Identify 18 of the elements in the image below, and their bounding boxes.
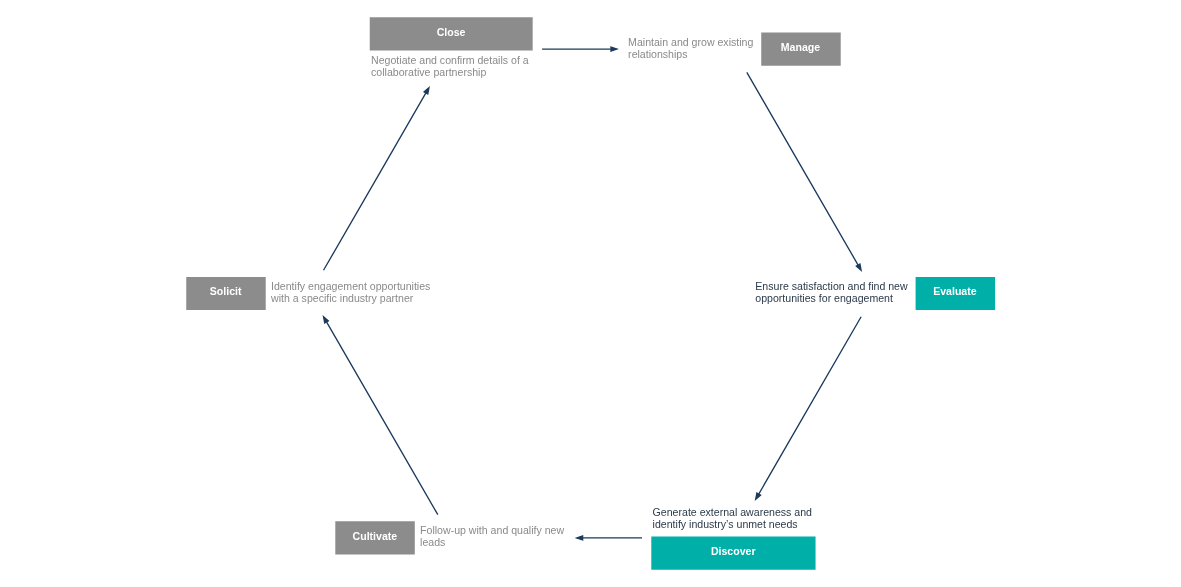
arrow — [322, 85, 430, 271]
node-label: Identify engagement opportunities with a specific industry partner — [271, 280, 431, 304]
arrow — [541, 46, 619, 53]
arrow — [574, 534, 643, 541]
node-label: Ensure satisfaction and find new opportunities for engagement — [755, 280, 908, 304]
arrow — [754, 316, 862, 502]
node-label: Maintain and grow existing relationships — [628, 35, 754, 60]
node-box: Close — [369, 17, 533, 51]
node-label: Generate external awareness and identify industry’s unmet needs — [652, 505, 812, 530]
node-box: Evaluate — [915, 276, 996, 311]
node-box: Solicit — [186, 276, 266, 311]
node-label: Follow-up with and qualify new leads — [420, 524, 565, 549]
node-box: Discover — [651, 536, 816, 570]
node-box: Cultivate — [335, 521, 415, 555]
arrow — [322, 315, 439, 516]
node-box: Manage — [761, 32, 841, 66]
arrow — [746, 71, 863, 272]
node-label: Negotiate and confirm details of a collaborative partnership — [371, 54, 529, 79]
